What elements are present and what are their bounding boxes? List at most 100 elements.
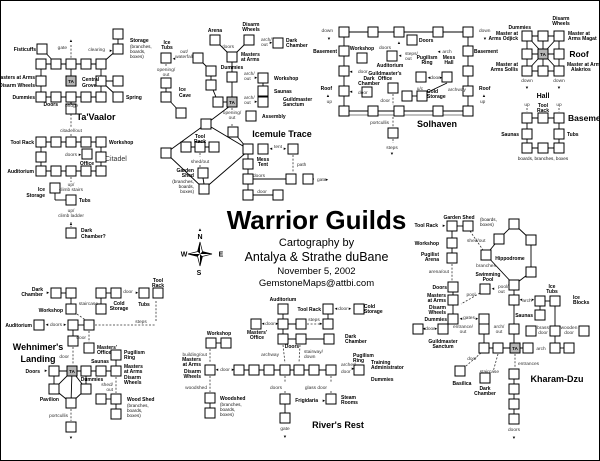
map-label: Master at Arms: [567, 62, 600, 68]
arrow-icon: ◄: [334, 306, 338, 311]
map-label: shed/out: [191, 159, 210, 165]
room: [65, 194, 77, 206]
map-label: Dummies: [81, 377, 104, 383]
map-label: (branches,: [220, 402, 242, 407]
map-label: (branches,: [127, 403, 149, 408]
map-label: shed/out: [467, 238, 486, 244]
map-label: boards,: [130, 49, 145, 54]
room: [322, 303, 334, 315]
map-label: brass: [537, 325, 549, 331]
room: [508, 218, 520, 230]
room: [95, 75, 107, 87]
room: [180, 141, 192, 153]
map-label: doors: [253, 173, 266, 179]
room: [110, 408, 122, 420]
room: [65, 397, 77, 409]
room: [65, 303, 77, 315]
map-label: Doors: [285, 344, 300, 350]
map-label: u/c: [417, 86, 424, 92]
map-label: steps: [308, 317, 320, 323]
map-label: Dark: [345, 334, 356, 340]
map-label: entrance/: [453, 324, 474, 330]
map-label: down: [553, 78, 565, 84]
room: [50, 287, 62, 299]
room: [48, 383, 60, 395]
room: [110, 393, 122, 405]
map-label: Cold: [113, 301, 124, 307]
arrow-icon: ►: [275, 321, 279, 326]
map-label: arch/: [261, 37, 272, 43]
map-label: out: [498, 289, 505, 295]
map-label: Storage: [364, 309, 383, 315]
room: [209, 34, 221, 46]
map-label: boxes): [220, 412, 234, 417]
room: [65, 136, 77, 148]
ta-room-label: TA: [69, 369, 75, 374]
map-label: boards,: [220, 407, 235, 412]
room: [152, 287, 164, 299]
map-label: Masters': [97, 345, 117, 351]
arrow-icon: ◄: [491, 286, 495, 291]
room: [257, 143, 269, 155]
arrow-icon: ►: [254, 75, 258, 80]
room: [416, 90, 428, 102]
map-label: Mess: [443, 55, 456, 61]
map-label: Ice: [573, 295, 580, 301]
map-label: up: [480, 100, 486, 105]
map-label: down: [521, 78, 533, 84]
compass-star-fill: [197, 242, 200, 254]
map-label: Wheels: [183, 374, 201, 380]
room: [446, 220, 458, 232]
map-label: Roof: [569, 49, 589, 59]
arrow-icon: ►: [322, 398, 326, 403]
compass-star-fill: [200, 254, 203, 266]
map-label: Training: [371, 360, 390, 366]
room: [279, 364, 291, 376]
room: [80, 136, 92, 148]
arrow-icon: ▼: [283, 434, 287, 439]
room: [204, 364, 216, 376]
room: [295, 318, 307, 330]
arrow-icon: ►: [439, 75, 443, 80]
map-label: Hippodrome: [495, 256, 525, 262]
room: [112, 91, 124, 103]
room: [525, 325, 537, 337]
room: [112, 75, 124, 87]
map-label: Chamber: [358, 81, 380, 87]
room: [65, 165, 77, 177]
room: [95, 365, 107, 377]
room: [50, 136, 62, 148]
room: [81, 148, 93, 160]
room: [233, 364, 245, 376]
map-label: Chamber: [21, 292, 43, 298]
map-label: door: [76, 335, 86, 341]
map-label: shed/: [101, 382, 113, 388]
room: [49, 182, 61, 194]
map-label: door: [564, 330, 574, 336]
map-label: Dummies: [424, 317, 447, 323]
room: [242, 189, 254, 201]
map-label: Alakrios: [571, 67, 591, 73]
map-label: Arms Sollis: [490, 67, 518, 73]
room: [353, 364, 365, 376]
map-label: Garden Shed: [443, 215, 474, 221]
map-label: Disarm: [124, 375, 142, 381]
map-label: opening/: [157, 67, 176, 73]
map-label: out: [229, 115, 236, 121]
room: [356, 52, 368, 64]
room: [95, 287, 107, 299]
map-label: arch: [536, 346, 546, 352]
arrow-icon: ▼: [525, 85, 529, 90]
room: [200, 118, 212, 130]
room: [462, 220, 474, 232]
room: [534, 295, 546, 307]
map-label: door: [265, 321, 275, 327]
map-label: up: [327, 100, 333, 105]
map-label: boxes): [180, 189, 194, 194]
map-title: Wehnimer's: [13, 342, 64, 352]
room: [250, 318, 262, 330]
arrow-icon: ►: [319, 321, 323, 326]
room: [478, 342, 490, 354]
